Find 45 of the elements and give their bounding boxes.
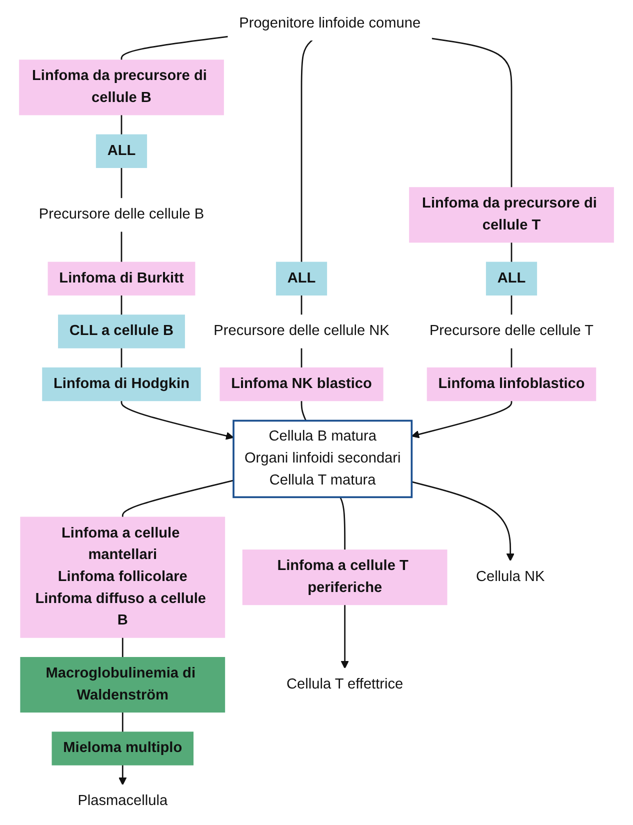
node-box: Mieloma multiplo — [52, 732, 194, 766]
connector — [122, 480, 234, 518]
node-box: Cellula B matura Organi linfoidi secondari Cellula T matura — [232, 420, 413, 498]
node-box: Macroglobulinemia di Waldenström — [20, 657, 226, 713]
node-text: Precursore delle cellule NK — [214, 323, 390, 339]
node-box: CLL a cellule B — [58, 314, 185, 348]
connector — [340, 496, 346, 550]
arrow — [118, 764, 127, 786]
node-text: Progenitore linfoide comune — [239, 15, 421, 31]
connector — [122, 712, 124, 732]
connector — [300, 295, 302, 316]
connector — [120, 348, 122, 368]
node-box: ALL — [276, 262, 328, 296]
connector — [122, 637, 124, 658]
connector — [120, 36, 228, 60]
connector — [300, 40, 313, 262]
connector — [510, 295, 512, 316]
connector — [431, 38, 512, 188]
arrow — [120, 400, 234, 440]
node-box: ALL — [96, 134, 148, 168]
node-box: ALL — [486, 262, 538, 296]
connector — [120, 114, 122, 135]
node-box: Linfoma di Burkitt — [48, 262, 196, 296]
node-box: Linfoma a cellule T periferiche — [242, 550, 448, 606]
node-box: Linfoma linfoblastico — [426, 367, 596, 402]
node-text: Cellula T effettrice — [286, 676, 404, 692]
arrow — [340, 604, 349, 669]
connector — [300, 348, 302, 368]
node-text: Plasmacellula — [78, 793, 168, 809]
node-box: Linfoma da precursore di cellule B — [19, 60, 224, 116]
node-box: Linfoma NK blastico — [220, 367, 384, 402]
arrow — [412, 481, 514, 562]
connector — [120, 168, 122, 198]
node-box: Linfoma di Hodgkin — [42, 367, 201, 402]
connector — [120, 295, 122, 316]
node-text: Precursore delle cellule B — [38, 206, 204, 222]
node-text: Cellula NK — [476, 569, 545, 585]
node-box: Linfoma a cellule mantellari Linfoma follicolare Linfoma diffuso a cellule B — [20, 516, 226, 638]
connector — [120, 231, 122, 262]
connector — [510, 242, 512, 262]
connector — [510, 348, 512, 368]
node-text: Precursore delle cellule T — [429, 323, 594, 339]
arrow — [411, 400, 512, 438]
connector — [300, 400, 307, 421]
node-box: Linfoma da precursore di cellule T — [409, 187, 614, 243]
